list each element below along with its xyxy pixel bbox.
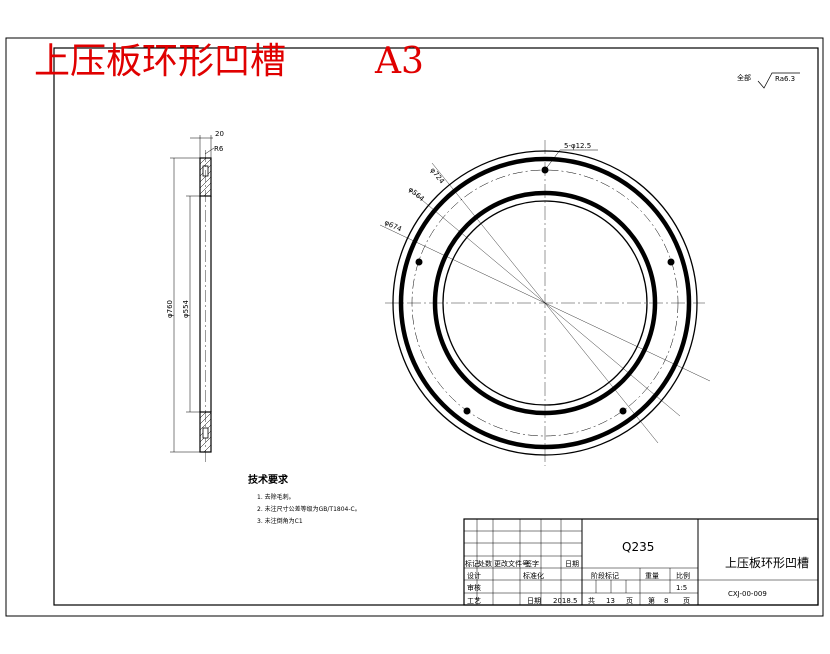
row-label: 签字 <box>525 559 539 568</box>
outer-groove-circle <box>398 156 692 450</box>
inner-frame <box>53 47 819 606</box>
tech-title: 技术要求 <box>248 473 289 486</box>
drawing-header-size: A3 <box>374 41 424 82</box>
drawing-no: CXJ-00-009 <box>728 590 767 598</box>
row-label: 更改文件号 <box>494 559 529 568</box>
scale-label: 比例 <box>676 571 690 580</box>
sheet-no-prefix: 第 <box>648 596 655 605</box>
process-label: 工艺 <box>467 597 481 605</box>
drawing-header-title: 上压板环形凹槽 <box>34 41 286 82</box>
tech-item: 1. 去除毛刺。 <box>257 493 295 501</box>
sheets-total: 13 <box>606 597 615 605</box>
title-block <box>463 518 819 606</box>
roughness-symbol <box>757 72 800 89</box>
tech-item: 3. 未注倒角为C1 <box>257 517 303 525</box>
design-std: 标准化 <box>523 571 544 580</box>
section-view: 20 R6 <box>166 130 224 462</box>
outer-edge-circle <box>392 150 698 456</box>
tech-requirements: 技术要求 1. 去除毛刺。 2. 未注尺寸公差等级为GB/T1804-C。 3.… <box>248 473 361 525</box>
bolt-hole <box>463 407 471 415</box>
inner-groove-circle <box>432 190 658 416</box>
sheet-no-suffix: 页 <box>683 597 690 605</box>
sheets-total-suffix: 页 <box>626 597 633 605</box>
date-value: 2018.5 <box>553 597 578 605</box>
dim-holes: 5-φ12.5 <box>564 142 591 150</box>
bolt-hole <box>667 258 675 266</box>
dim-d1: φ724 <box>428 166 446 186</box>
material: Q235 <box>622 540 654 554</box>
tech-item: 2. 未注尺寸公差等级为GB/T1804-C。 <box>257 505 361 513</box>
part-name: 上压板环形凹槽 <box>725 556 809 570</box>
dim-d2: φ564 <box>407 185 426 203</box>
roughness-prefix: 全部 <box>737 73 751 82</box>
row-label: 日期 <box>565 560 579 568</box>
roughness-value: Ra6.3 <box>775 75 795 83</box>
row-label: 处数 <box>478 559 492 568</box>
sheets-total-prefix: 共 <box>588 596 595 605</box>
design-label: 设计 <box>467 571 481 580</box>
weight-label: 重量 <box>645 572 659 580</box>
scale-value: 1:5 <box>676 584 687 592</box>
sheet-no: 8 <box>664 597 668 605</box>
outer-frame <box>5 37 824 617</box>
dim-outer-dia: φ760 <box>166 300 174 318</box>
bolt-hole <box>619 407 627 415</box>
front-view: 5-φ12.5 φ724 φ564 φ674 <box>379 140 711 466</box>
row-label: 标记 <box>465 559 479 568</box>
inner-edge-circle <box>442 200 648 406</box>
dim-groove: R6 <box>214 145 224 153</box>
review-label: 审核 <box>467 583 481 592</box>
dim-inner-dia: φ554 <box>182 299 190 318</box>
date-label: 日期 <box>527 597 541 605</box>
stage-label: 阶段标记 <box>591 571 619 580</box>
dim-width: 20 <box>215 130 224 138</box>
bolt-hole <box>415 258 423 266</box>
